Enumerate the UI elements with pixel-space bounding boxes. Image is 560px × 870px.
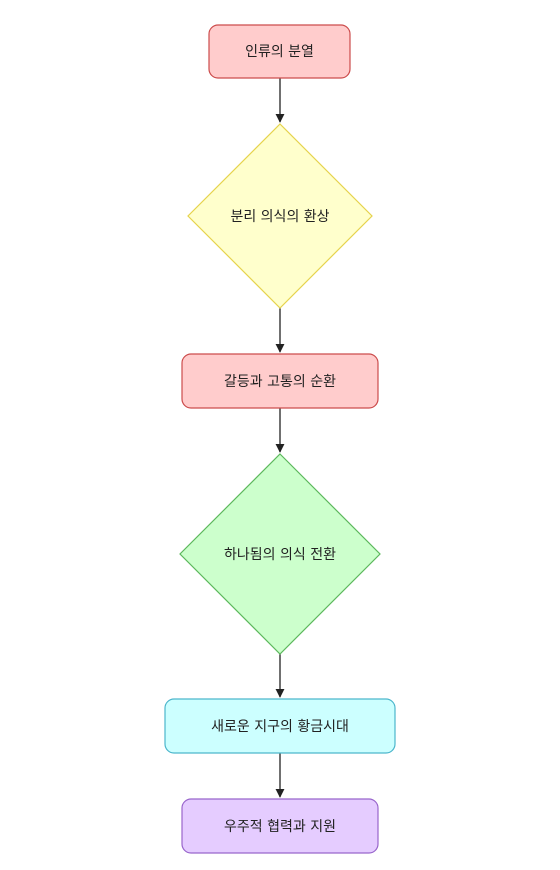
node-n1-shape bbox=[208, 24, 351, 79]
node-n2-label: 분리 의식의 환상 bbox=[230, 209, 329, 225]
node-cosmic-cooperation: 우주적 협력과 지원 bbox=[181, 798, 379, 854]
node-illusion-of-separation: 분리 의식의 환상 bbox=[187, 123, 373, 309]
node-n6-shape bbox=[181, 798, 379, 854]
node-consciousness-shift: 하나됨의 의식 전환 bbox=[179, 453, 381, 655]
node-n3-shape bbox=[181, 353, 379, 409]
node-division-of-humanity: 인류의 분열 bbox=[208, 24, 351, 79]
node-n4-label: 하나됨의 의식 전환 bbox=[224, 547, 336, 563]
node-n5-shape bbox=[164, 698, 396, 754]
node-n2-shape bbox=[187, 123, 373, 309]
node-n4-shape bbox=[179, 453, 381, 655]
node-n5-label: 새로운 지구의 황금시대 bbox=[211, 719, 349, 735]
node-n3-label: 갈등과 고통의 순환 bbox=[224, 374, 336, 390]
node-n6-label: 우주적 협력과 지원 bbox=[224, 819, 336, 835]
node-golden-age: 새로운 지구의 황금시대 bbox=[164, 698, 396, 754]
node-n1-label: 인류의 분열 bbox=[245, 44, 314, 60]
node-cycle-of-conflict: 갈등과 고통의 순환 bbox=[181, 353, 379, 409]
